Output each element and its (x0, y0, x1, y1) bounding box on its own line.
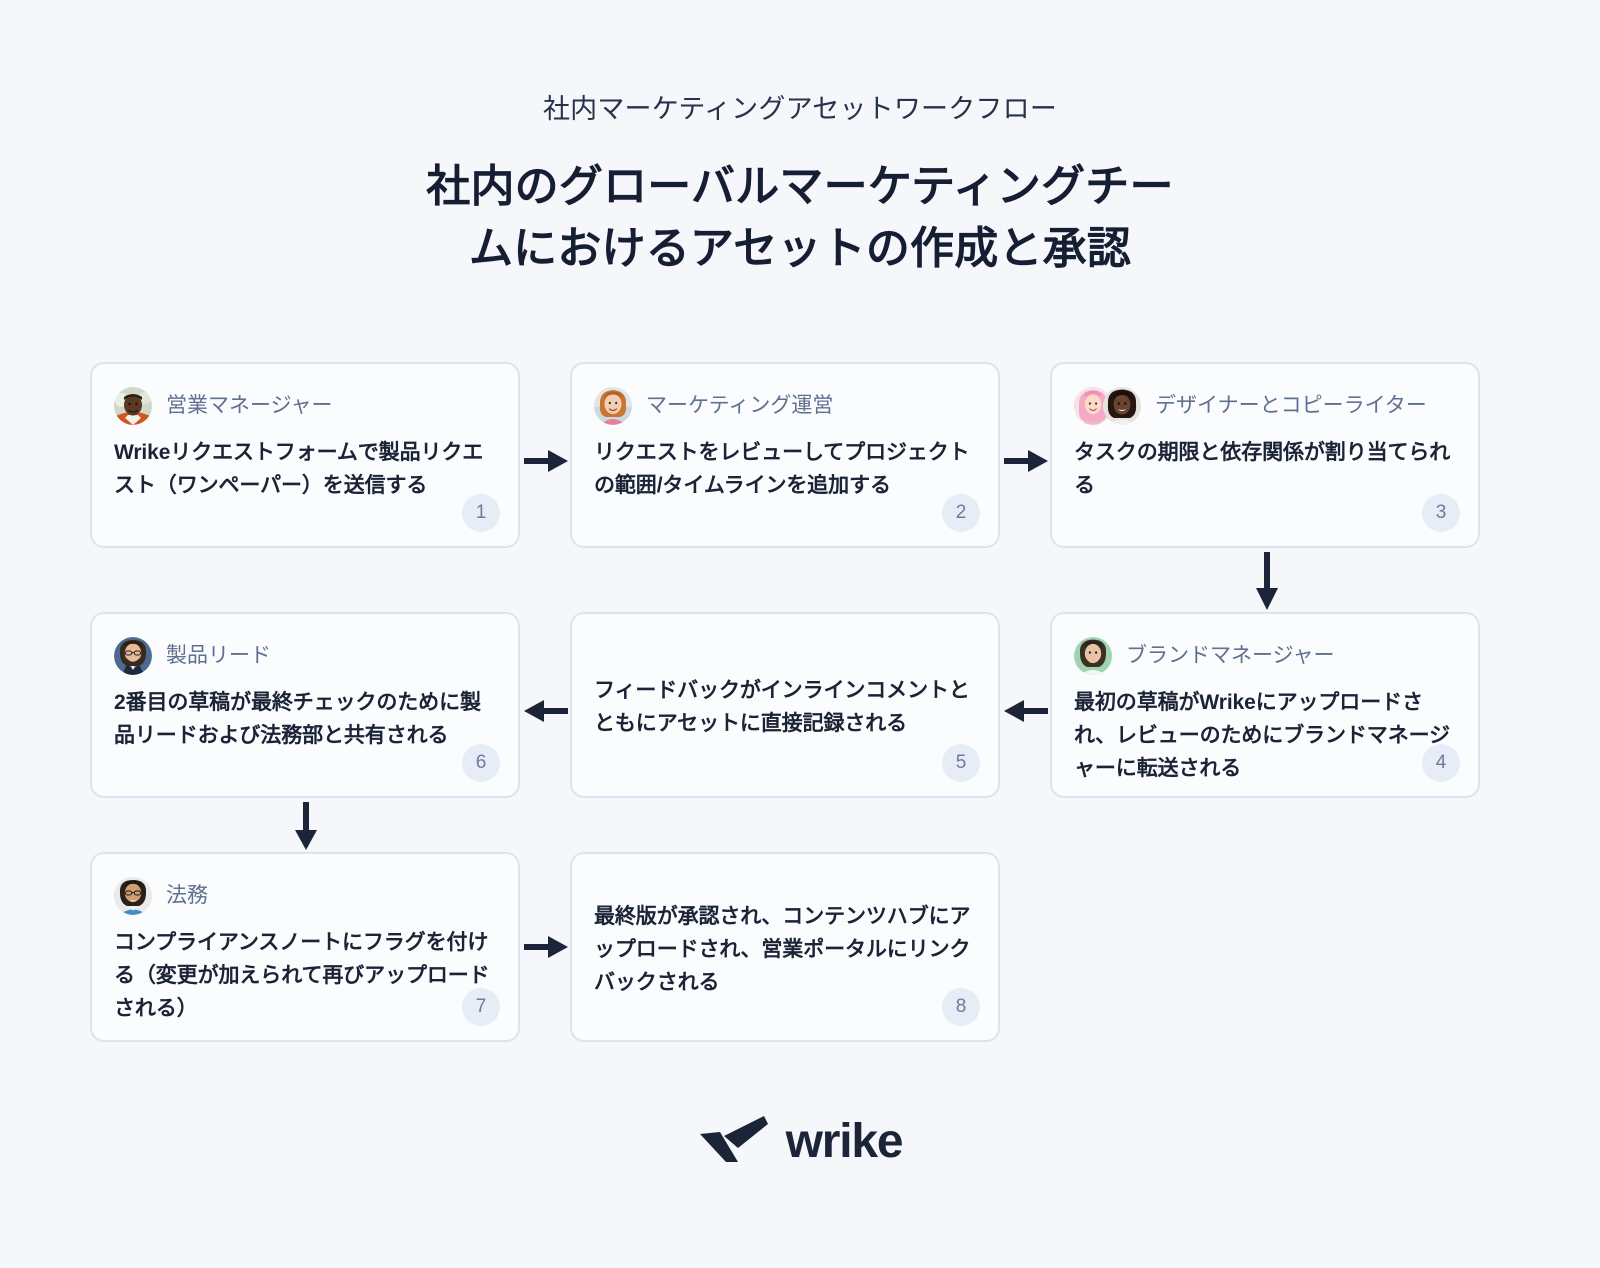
card-3-number-badge: 3 (1422, 494, 1460, 532)
card-5-number-badge: 5 (942, 744, 980, 782)
avatar-copywriter (1103, 387, 1141, 425)
page-title-line-2: ムにおけるアセットの作成と承認 (468, 224, 1132, 273)
card-2-text: リクエストをレビューしてプロジェクトの範囲/タイムラインを追加する (594, 441, 970, 497)
card-8-number-badge: 8 (942, 988, 980, 1026)
wrike-wordmark: wrike (785, 1114, 904, 1168)
card-6-avatars (114, 637, 152, 675)
arrow-step6-to-step7 (292, 802, 320, 850)
card-3-header: デザイナーとコピーライター (1074, 386, 1456, 426)
avatar-legal (114, 877, 152, 915)
page-header: 社内マーケティングアセットワークフロー 社内のグローバルマーケティングチー ムに… (0, 92, 1600, 280)
card-6-text: 2番目の草稿が最終チェックのために製品リードおよび法務部と共有される (114, 691, 481, 747)
wrike-logo: wrike (0, 1114, 1600, 1169)
workflow-card-5[interactable]: フィードバックがインラインコメントとともにアセットに直接記録される 5 (570, 612, 1000, 798)
card-1-header: 営業マネージャー (114, 386, 496, 426)
card-6-role: 製品リード (166, 644, 271, 667)
workflow-card-4[interactable]: ブランドマネージャー 最初の草稿がWrikeにアップロードされ、レビューのために… (1050, 612, 1480, 798)
workflow-card-3[interactable]: デザイナーとコピーライター タスクの期限と依存関係が割り当てられる 3 (1050, 362, 1480, 548)
workflow-card-6[interactable]: 製品リード 2番目の草稿が最終チェックのために製品リードおよび法務部と共有される… (90, 612, 520, 798)
avatar-brand-manager (1074, 637, 1112, 675)
card-8-text: 最終版が承認され、コンテンツハブにアップロードされ、営業ポータルにリンクバックさ… (594, 904, 971, 994)
card-4-avatars (1074, 637, 1112, 675)
card-3-text: タスクの期限と依存関係が割り当てられる (1074, 441, 1451, 497)
arrow-step3-to-step4 (1253, 552, 1281, 610)
arrow-step1-to-step2 (524, 447, 568, 475)
card-7-avatars (114, 877, 152, 915)
avatar-sales-manager (114, 387, 152, 425)
card-4-text: 最初の草稿がWrikeにアップロードされ、レビューのためにブランドマネージャーに… (1074, 691, 1450, 780)
card-6-number-badge: 6 (462, 744, 500, 782)
card-7-role: 法務 (166, 884, 208, 907)
card-1-avatars (114, 387, 152, 425)
card-2-role: マーケティング運営 (646, 394, 834, 417)
page-title-line-1: 社内のグローバルマーケティングチー (426, 162, 1174, 211)
card-4-role: ブランドマネージャー (1126, 644, 1335, 667)
card-2-avatars (594, 387, 632, 425)
card-3-avatars (1074, 387, 1141, 425)
wrike-checkmark-icon (698, 1114, 770, 1169)
card-4-header: ブランドマネージャー (1074, 636, 1456, 676)
card-7-text: コンプライアンスノートにフラグを付ける（変更が加えられて再びアップロードされる） (114, 931, 490, 1020)
avatar-marketing-ops (594, 387, 632, 425)
card-7-number-badge: 7 (462, 988, 500, 1026)
card-4-number-badge: 4 (1422, 744, 1460, 782)
card-7-header: 法務 (114, 876, 496, 916)
card-1-number-badge: 1 (462, 494, 500, 532)
arrow-step5-to-step6 (524, 697, 568, 725)
card-1-role: 営業マネージャー (166, 394, 333, 417)
workflow-card-1[interactable]: 営業マネージャー Wrikeリクエストフォームで製品リクエスト（ワンペーパー）を… (90, 362, 520, 548)
card-6-header: 製品リード (114, 636, 496, 676)
page-eyebrow: 社内マーケティングアセットワークフロー (542, 94, 1058, 124)
page-title: 社内のグローバルマーケティングチー ムにおけるアセットの作成と承認 (0, 156, 1600, 280)
workflow-card-2[interactable]: マーケティング運営 リクエストをレビューしてプロジェクトの範囲/タイムラインを追… (570, 362, 1000, 548)
card-5-text: フィードバックがインラインコメントとともにアセットに直接記録される (594, 679, 970, 735)
arrow-step4-to-step5 (1004, 697, 1048, 725)
card-3-role: デザイナーとコピーライター (1155, 394, 1427, 417)
arrow-step2-to-step3 (1004, 447, 1048, 475)
arrow-step7-to-step8 (524, 933, 568, 961)
workflow-card-8[interactable]: 最終版が承認され、コンテンツハブにアップロードされ、営業ポータルにリンクバックさ… (570, 852, 1000, 1042)
card-2-number-badge: 2 (942, 494, 980, 532)
card-1-text: Wrikeリクエストフォームで製品リクエスト（ワンペーパー）を送信する (114, 441, 484, 497)
avatar-product-lead (114, 637, 152, 675)
workflow-card-7[interactable]: 法務 コンプライアンスノートにフラグを付ける（変更が加えられて再びアップロードさ… (90, 852, 520, 1042)
card-2-header: マーケティング運営 (594, 386, 976, 426)
